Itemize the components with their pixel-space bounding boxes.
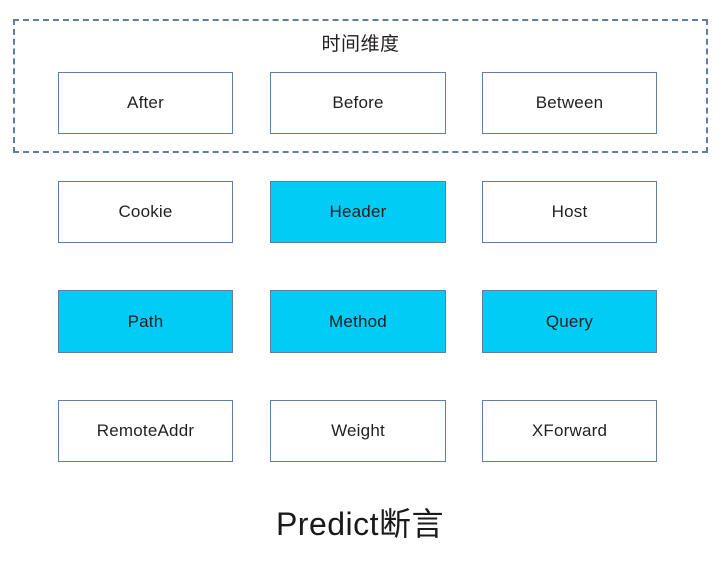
node-path[interactable]: Path <box>58 290 233 353</box>
diagram-caption: Predict断言 <box>275 506 445 542</box>
node-weight[interactable]: Weight <box>270 400 446 462</box>
node-host[interactable]: Host <box>482 181 657 243</box>
node-after[interactable]: After <box>58 72 233 134</box>
node-weight-label: Weight <box>331 421 385 440</box>
node-host-label: Host <box>551 202 588 221</box>
node-after-label: After <box>127 93 164 112</box>
node-remoteaddr-label: RemoteAddr <box>96 421 195 440</box>
node-cookie[interactable]: Cookie <box>58 181 233 243</box>
node-xforward[interactable]: XForward <box>482 400 657 462</box>
node-xforward-label: XForward <box>531 421 608 440</box>
node-header[interactable]: Header <box>270 181 446 243</box>
node-query-label: Query <box>545 311 594 331</box>
node-between-label: Between <box>535 93 604 112</box>
node-header-label: Header <box>329 202 387 221</box>
node-before-label: Before <box>332 93 384 112</box>
node-method[interactable]: Method <box>270 290 446 353</box>
node-query[interactable]: Query <box>482 290 657 353</box>
node-between[interactable]: Between <box>482 72 657 134</box>
node-path-label: Path <box>127 311 164 331</box>
node-cookie-label: Cookie <box>118 202 173 221</box>
node-before[interactable]: Before <box>270 72 446 134</box>
node-method-label: Method <box>329 311 387 331</box>
time-dimension-group-title: 时间维度 <box>321 34 400 55</box>
node-remoteaddr[interactable]: RemoteAddr <box>58 400 233 462</box>
time-dimension-group: 时间维度 <box>13 19 708 153</box>
